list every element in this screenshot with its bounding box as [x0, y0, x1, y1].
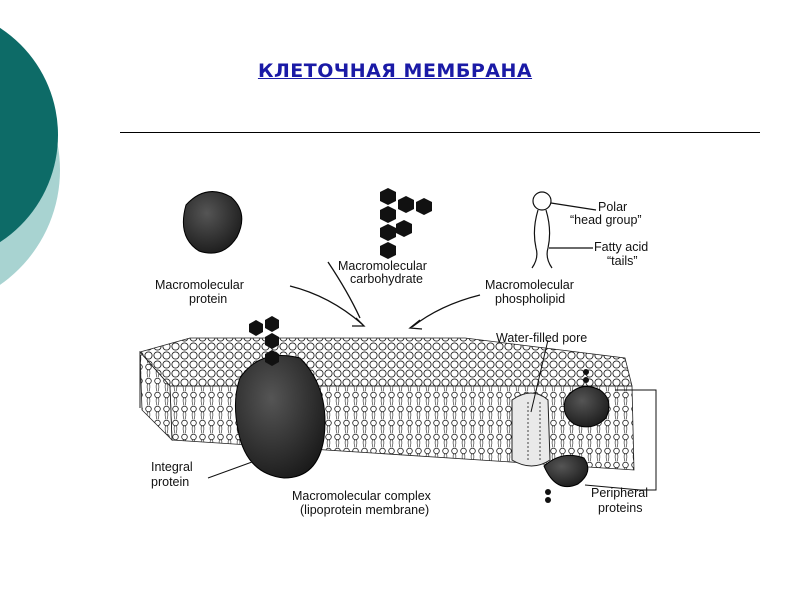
label-integral-1: Integral [151, 460, 193, 474]
label-polar-head-2: “head group” [570, 213, 642, 227]
title-divider [120, 132, 760, 133]
water-filled-pore [511, 339, 551, 467]
label-macro-carb-1: Macromolecular [338, 259, 427, 273]
carbohydrate-hexagons [380, 188, 432, 259]
dark-circle [0, 27, 58, 243]
label-peripheral-2: proteins [598, 501, 642, 515]
label-peripheral-1: Peripheral [591, 486, 648, 500]
protein-globule [182, 191, 243, 254]
decorative-circles [0, 0, 70, 320]
label-integral-2: protein [151, 475, 189, 489]
page-title: КЛЕТОЧНАЯ МЕМБРАНА [257, 60, 533, 82]
label-complex-2: (lipoprotein membrane) [300, 503, 429, 517]
peripheral-proteins [543, 369, 657, 503]
label-macro-protein-1: Macromolecular [155, 278, 244, 292]
label-complex-1: Macromolecular complex [292, 489, 432, 503]
membrane-svg: Polar “head group” Fatty acid “tails” Ma… [139, 188, 657, 517]
integral-leader-line [207, 461, 253, 479]
membrane-diagram: Polar “head group” Fatty acid “tails” Ma… [120, 180, 700, 530]
membrane-bilayer [139, 337, 635, 471]
label-macro-phos-2: phospholipid [495, 292, 565, 306]
label-macro-protein-2: protein [189, 292, 227, 306]
phospholipid-molecule [531, 191, 597, 269]
label-macro-carb-2: carbohydrate [350, 272, 423, 286]
label-fatty-acid-1: Fatty acid [594, 240, 648, 254]
label-fatty-acid-2: “tails” [607, 254, 638, 268]
converging-arrows [289, 261, 481, 330]
label-polar-head-1: Polar [598, 200, 627, 214]
label-water-pore: Water-filled pore [496, 331, 587, 345]
integral-protein [234, 316, 326, 479]
label-macro-phos-1: Macromolecular [485, 278, 574, 292]
